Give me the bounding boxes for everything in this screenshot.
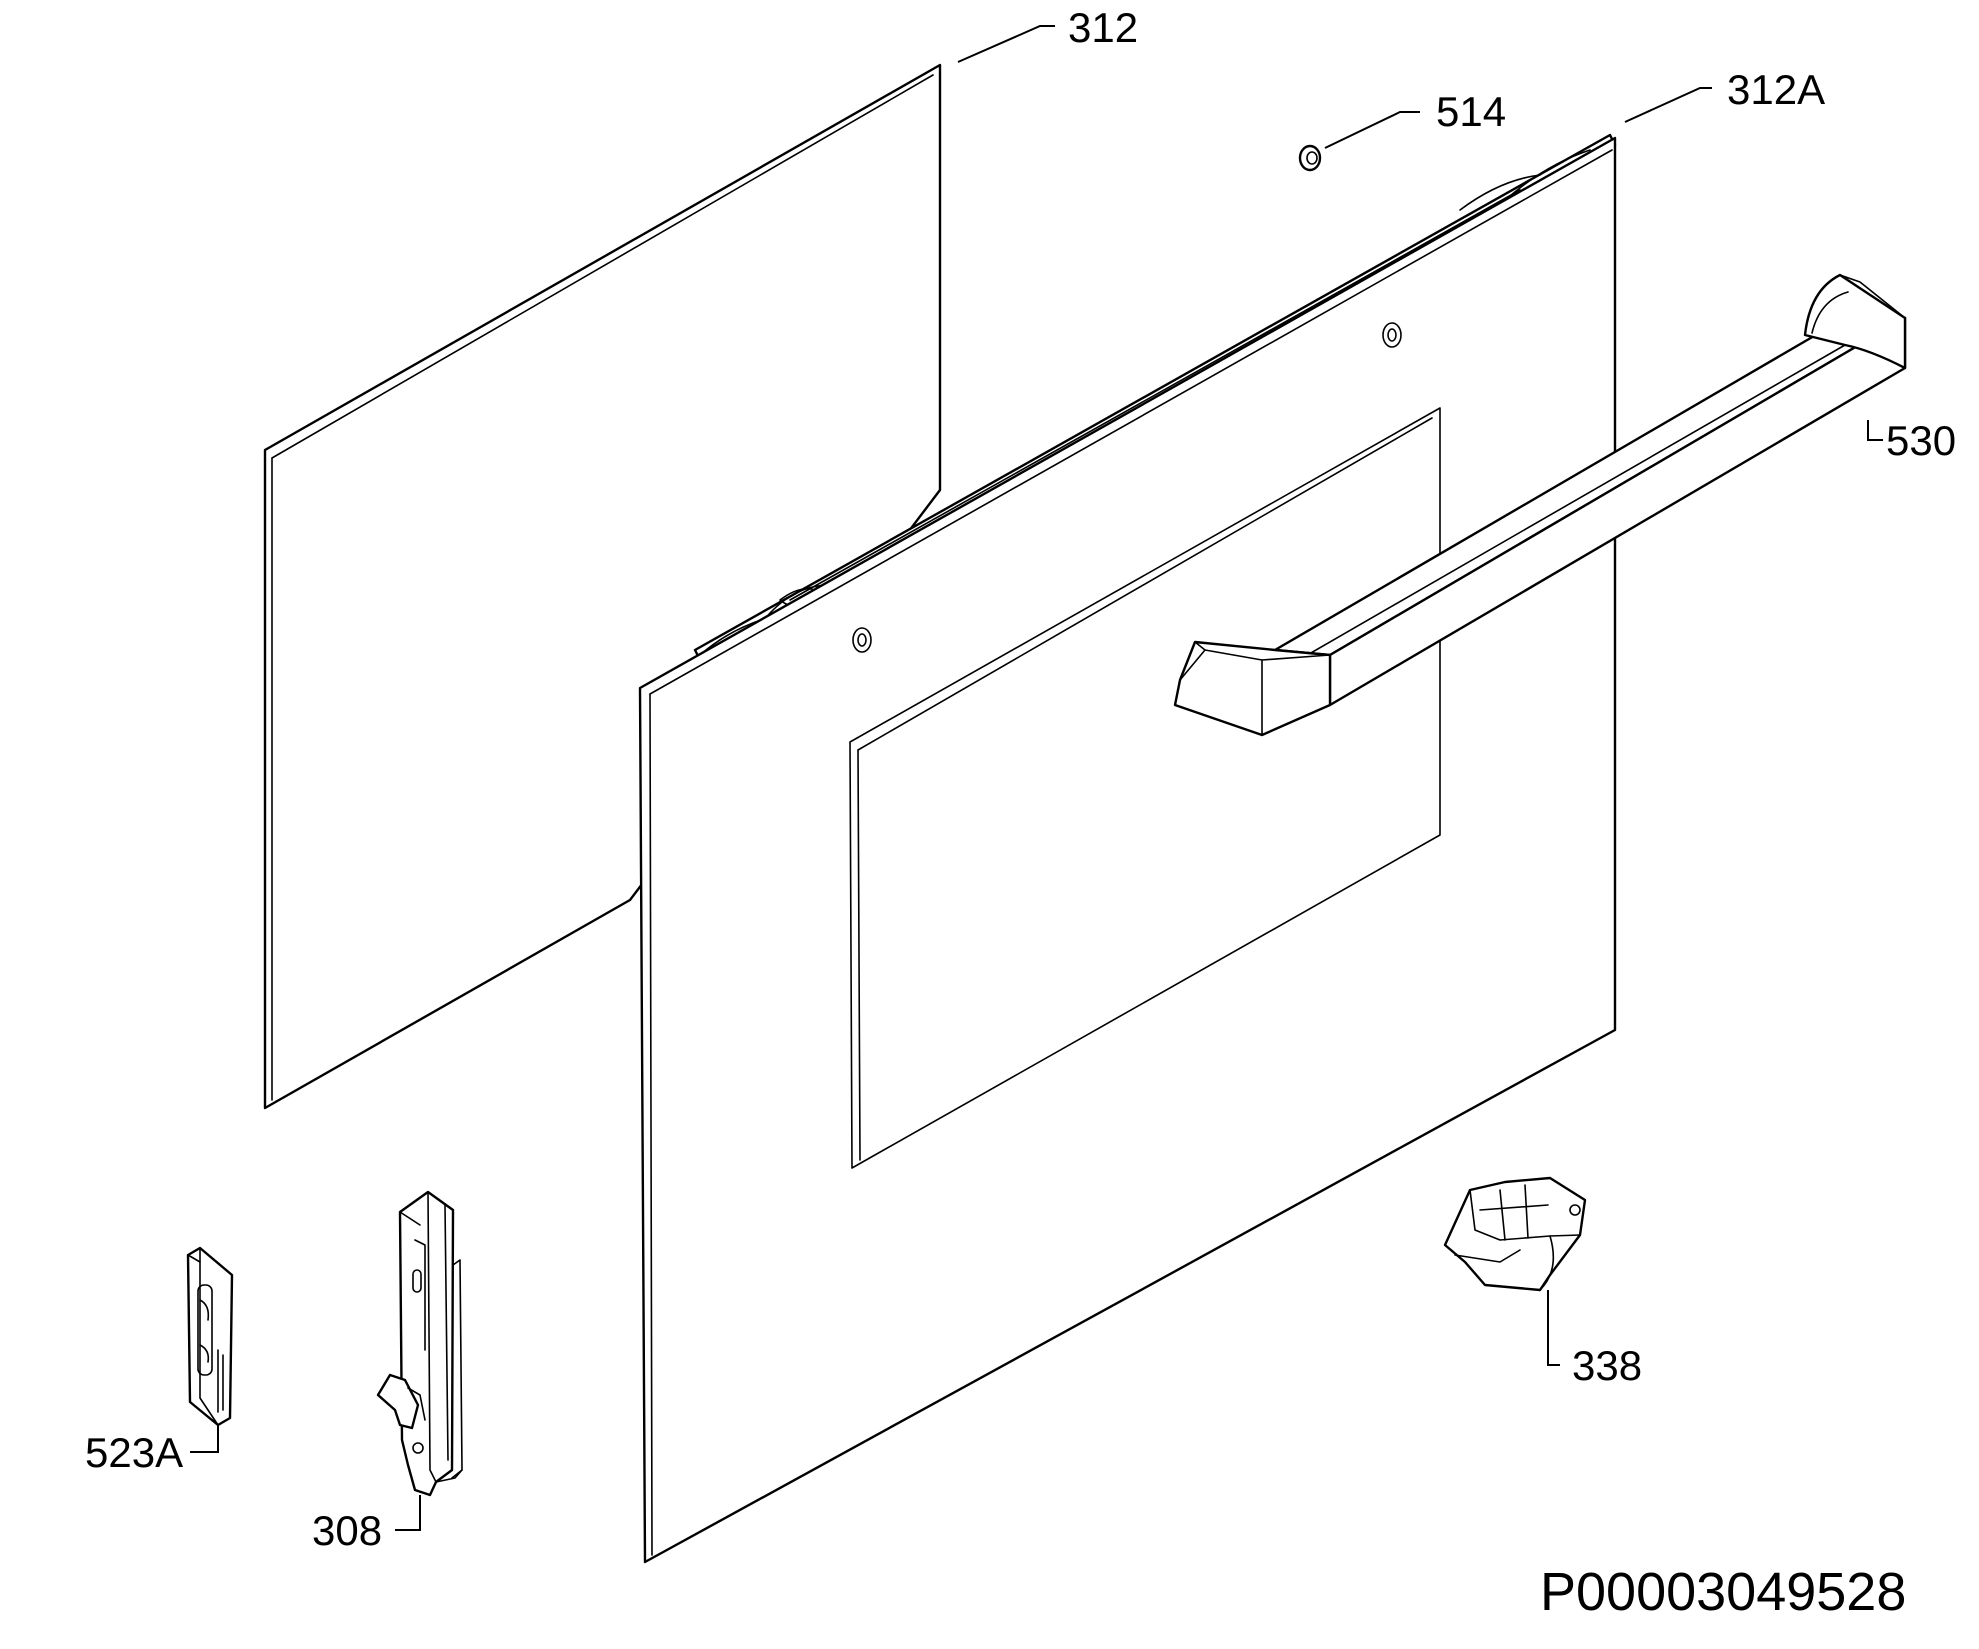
leader-530 — [1867, 420, 1883, 441]
hinge-holder-part — [186, 1246, 234, 1427]
clip-part — [1443, 1176, 1587, 1292]
leader-523A — [190, 1425, 219, 1453]
outer-door-glass — [638, 133, 1617, 1564]
label-338: 338 — [1572, 1342, 1642, 1389]
label-514: 514 — [1436, 88, 1506, 135]
label-308: 308 — [312, 1507, 382, 1554]
drawing-number: P00003049528 — [1540, 1562, 1906, 1622]
label-312A: 312A — [1727, 66, 1825, 113]
screw-part — [1298, 144, 1322, 172]
label-523A: 523A — [85, 1429, 183, 1476]
label-312: 312 — [1068, 4, 1138, 51]
label-530: 530 — [1886, 417, 1956, 464]
leader-514 — [1324, 111, 1420, 149]
hinge-part — [376, 1190, 463, 1497]
leader-312 — [957, 25, 1055, 63]
leader-lines — [190, 25, 1883, 1531]
door-handle — [1173, 273, 1907, 737]
leader-338 — [1547, 1290, 1560, 1366]
leader-312A — [1624, 87, 1712, 123]
leader-308 — [395, 1495, 421, 1531]
